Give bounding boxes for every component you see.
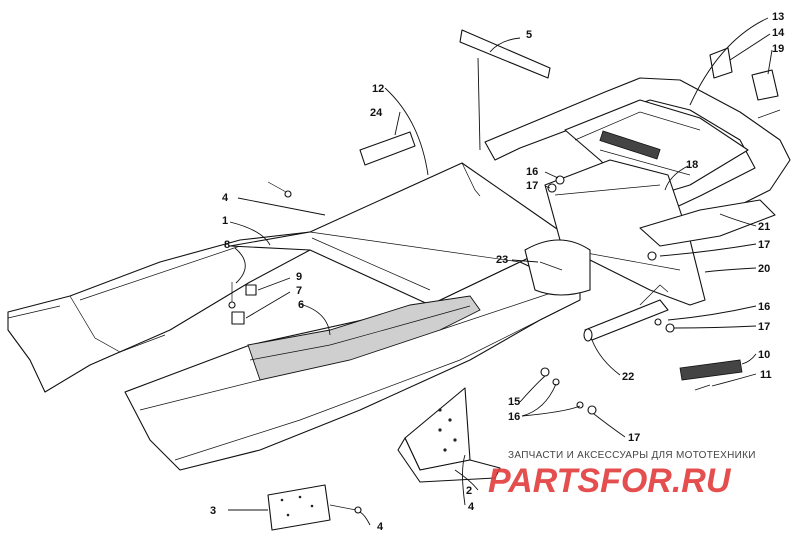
running-board-channel <box>247 295 481 381</box>
tunnel-side-panel <box>7 231 311 393</box>
callout-14: 14 <box>772 27 785 39</box>
callout-4-right: 4 <box>468 501 475 513</box>
callout-15: 15 <box>508 396 520 408</box>
skid-plate <box>267 484 331 531</box>
axle-bar <box>583 284 669 342</box>
reflector-10 <box>679 359 743 381</box>
callout-3: 3 <box>210 505 216 517</box>
callout-22: 22 <box>622 371 634 383</box>
callout-20: 20 <box>758 263 770 275</box>
callout-19: 19 <box>772 43 784 55</box>
callout-17-left: 17 <box>526 180 538 192</box>
callout-8: 8 <box>224 239 230 251</box>
callout-24: 24 <box>370 107 383 119</box>
decal-14 <box>709 47 733 79</box>
leader-lines <box>228 17 773 526</box>
callout-4-top: 4 <box>222 192 229 204</box>
decal-24 <box>359 131 416 166</box>
callout-10: 10 <box>758 349 770 361</box>
watermark-logo: PARTSFOR.RU <box>488 462 732 500</box>
rear-flap-panel <box>544 159 706 306</box>
callout-7: 7 <box>296 285 302 297</box>
callout-23: 23 <box>496 254 508 266</box>
callout-18: 18 <box>686 159 698 171</box>
callout-16-left: 16 <box>526 166 538 178</box>
callout-5: 5 <box>526 29 532 41</box>
mounting-bracket <box>397 387 501 483</box>
callout-13: 13 <box>772 11 784 23</box>
watermark-caption: ЗАПЧАСТИ И АКСЕССУАРЫ ДЛЯ МОТОТЕХНИКИ <box>508 450 756 461</box>
callout-2: 2 <box>466 485 472 497</box>
callout-16-lower: 16 <box>508 411 520 423</box>
callout-4-bottom: 4 <box>377 521 384 533</box>
callout-16-right: 16 <box>758 301 770 313</box>
fan-bracket <box>524 239 591 296</box>
callout-21: 21 <box>758 221 770 233</box>
callout-labels: 1 2 3 4 4 4 5 6 7 8 9 10 11 12 13 14 15 … <box>210 11 785 533</box>
callout-6: 6 <box>298 299 304 311</box>
decal-19 <box>751 69 779 101</box>
rear-bumper-assembly <box>484 77 791 241</box>
callout-17-right: 17 <box>758 321 770 333</box>
callout-17-lower: 17 <box>628 432 640 444</box>
watermark: ЗАПЧАСТИ И АКСЕССУАРЫ ДЛЯ МОТОТЕХНИКИ PA… <box>488 450 756 500</box>
callout-17-right-top: 17 <box>758 239 770 251</box>
bumper-end-cap <box>639 199 776 247</box>
callout-12: 12 <box>372 83 384 95</box>
callout-1: 1 <box>222 215 228 227</box>
callout-11: 11 <box>760 369 772 381</box>
hardware-fasteners <box>228 109 781 514</box>
callout-9: 9 <box>296 271 302 283</box>
decal-5 <box>459 29 551 79</box>
